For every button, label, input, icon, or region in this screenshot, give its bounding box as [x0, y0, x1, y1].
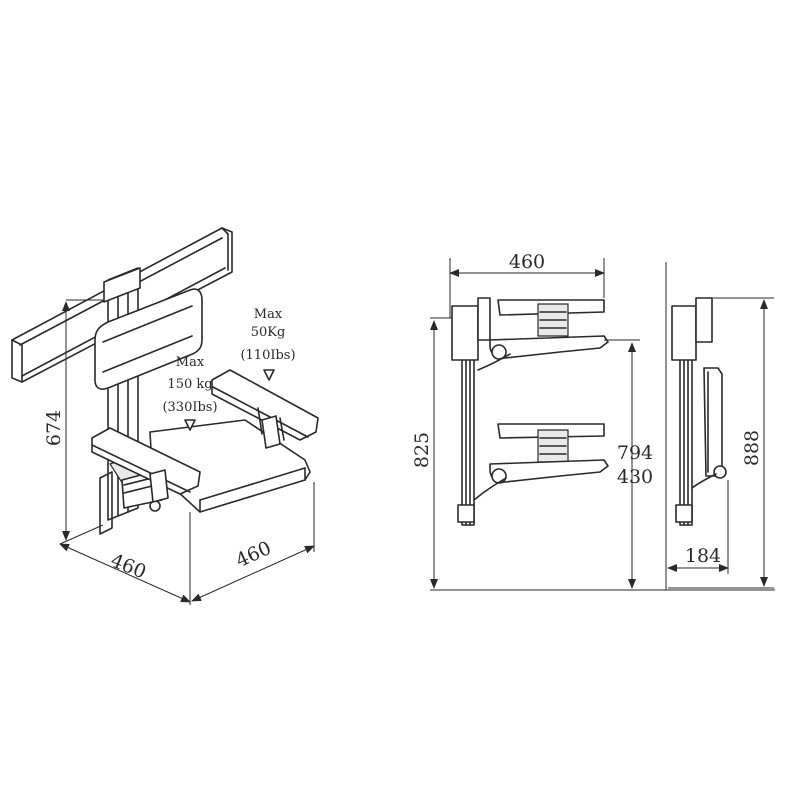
- lower-seat: [473, 423, 609, 501]
- side-width-460-label: 460: [509, 251, 545, 273]
- backrest-load-label: Max 50Kg (110Ibs): [240, 307, 295, 363]
- backrest-load-line-2: 50Kg: [251, 325, 286, 340]
- backrest-load-arrow: [263, 369, 275, 381]
- seat-load-line-2: 150 kg: [167, 377, 212, 392]
- seat-load-label: Max 150 kg (330Ibs): [162, 355, 217, 415]
- folded-depth-184-label: 184: [685, 545, 721, 567]
- folded-height-888-label: 888: [741, 430, 763, 466]
- width-dimension: 460: [59, 512, 191, 605]
- height-dimension: 674: [43, 299, 104, 545]
- side-view: 460 825 794 430: [411, 251, 653, 589]
- left-armrest: [91, 427, 201, 503]
- seat-load-line-3: (330Ibs): [162, 400, 217, 415]
- seat-load-line-1: Max: [176, 355, 205, 370]
- backrest: [94, 288, 203, 390]
- upper-seat: [477, 299, 609, 371]
- backrest-load-line-1: Max: [254, 307, 283, 322]
- right-armrest: [211, 369, 319, 449]
- side-height-430-label: 430: [617, 466, 653, 488]
- folded-view: 888 184: [665, 262, 774, 590]
- side-height-794-label: 794: [617, 442, 653, 464]
- width-460-label: 460: [107, 549, 149, 583]
- height-674-label: 674: [43, 410, 65, 446]
- isometric-view: Max 50Kg (110Ibs) Max 150 kg (330Ibs) 67…: [11, 227, 319, 605]
- side-height-825-label: 825: [411, 432, 433, 468]
- seat-load-arrow: [184, 419, 196, 431]
- backrest-load-line-3: (110Ibs): [240, 348, 295, 363]
